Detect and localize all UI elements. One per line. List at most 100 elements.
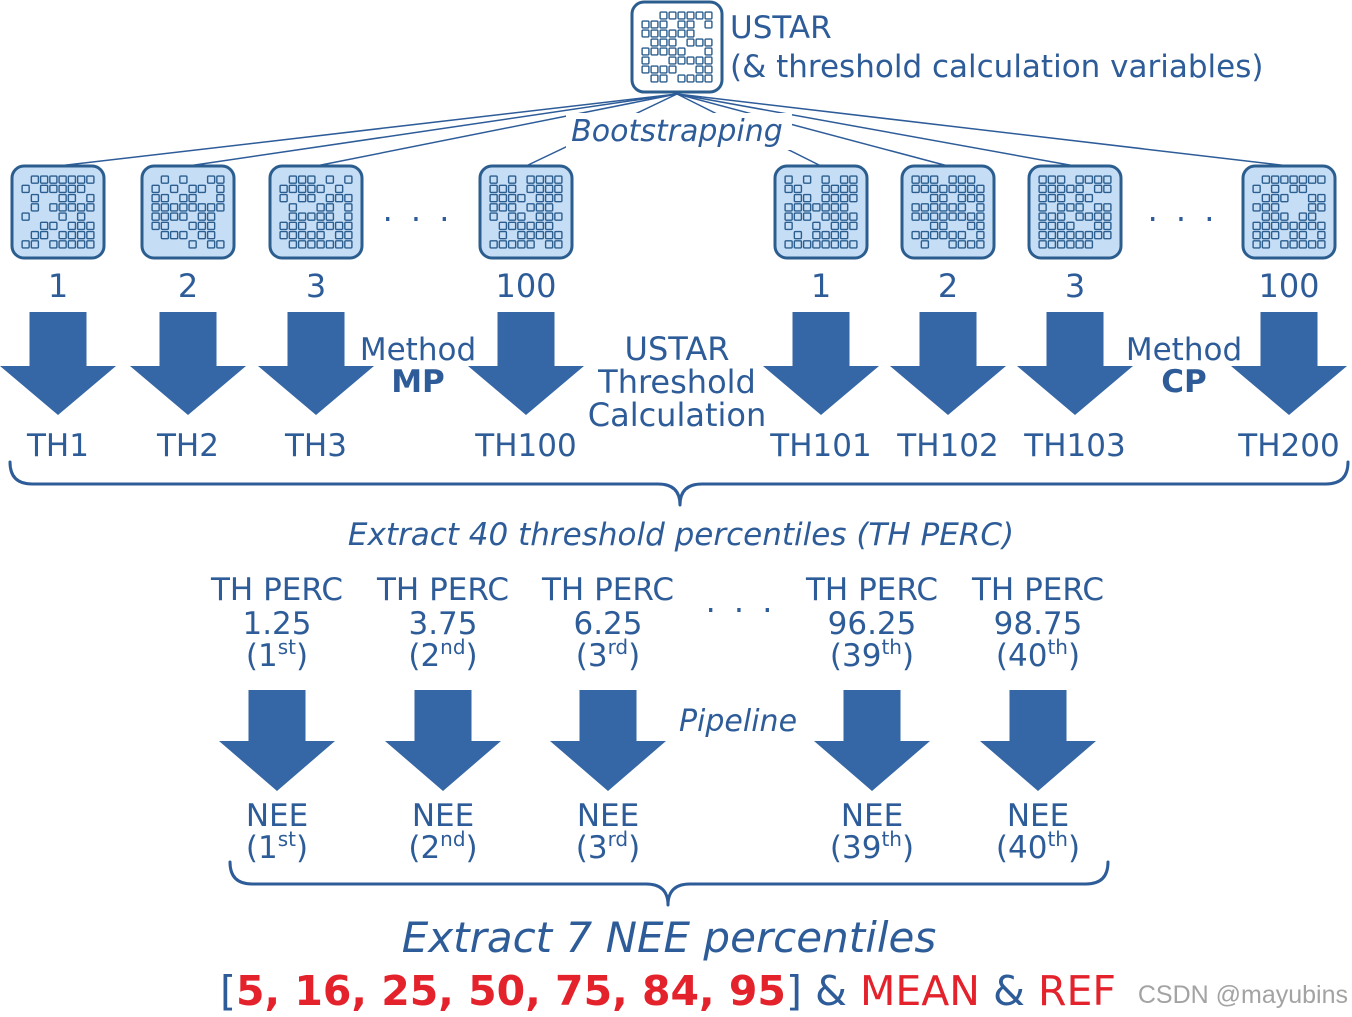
grid-cell [812, 221, 821, 231]
method-cp-label: Method [1126, 332, 1242, 368]
grid-cell [641, 47, 650, 56]
grid-cell [1270, 184, 1280, 194]
grid-cell [966, 221, 976, 231]
grid-cell [169, 184, 179, 194]
ordinal-number: (3 [576, 830, 608, 866]
grid-cell [839, 212, 849, 221]
bootstrap-samples: 1TH12TH23TH3100TH1001TH1012TH1023TH10310… [0, 164, 1347, 464]
ordinal-close: ) [902, 638, 914, 674]
grid-cell [920, 175, 930, 184]
grid-cell [957, 230, 967, 240]
ampersand: & [980, 967, 1038, 1015]
method-mp-name: MP [391, 364, 445, 400]
th-perc-label: TH PERC [971, 572, 1104, 608]
grid-cell [179, 193, 188, 203]
grid-cell [1317, 230, 1326, 240]
grid-cell [334, 230, 344, 240]
ellipsis-cp: . . . [1148, 191, 1219, 229]
ordinal-close: ) [1068, 638, 1080, 674]
grid-cell [976, 184, 985, 194]
grid-cell [160, 175, 170, 184]
grid-cell [169, 203, 179, 212]
grid-cell [498, 240, 508, 249]
bootstrapping-label: Bootstrapping [571, 114, 783, 149]
grid-cell [507, 203, 517, 212]
grid-cell [1103, 221, 1112, 231]
grid-cell [1038, 221, 1047, 231]
grid-cell [911, 175, 920, 184]
grid-cell [288, 212, 298, 221]
bootstrap-sample-grid-icon [1027, 164, 1123, 260]
grid-cell [659, 74, 668, 83]
grid-cell [76, 203, 86, 212]
grid-cell [151, 184, 160, 194]
dataset-grid-icon [630, 0, 724, 94]
grid-cell [1298, 175, 1308, 184]
ellipsis-mp: . . . [383, 191, 454, 229]
grid-cell [948, 230, 957, 240]
nee-ordinal: (39th) [830, 827, 914, 866]
grid-cell [821, 240, 830, 249]
grid-cell [1298, 184, 1308, 194]
grid-cell [197, 212, 207, 221]
grid-cell [30, 240, 40, 249]
grid-cell [948, 212, 957, 221]
grid-cell [498, 230, 508, 240]
threshold-calc-line1: USTAR [625, 330, 730, 368]
grid-cell [830, 193, 840, 203]
grid-cell [821, 184, 830, 194]
grid-cell [686, 74, 695, 83]
grid-cell [179, 230, 188, 240]
nee-ordinal: (2nd) [408, 827, 477, 866]
grid-cell [1056, 221, 1066, 231]
down-arrow-icon [258, 312, 374, 415]
grid-cell [86, 240, 95, 249]
grid-cell [21, 212, 30, 221]
grid-cell [948, 203, 957, 212]
nee-ordinal: (1st) [246, 827, 308, 866]
ordinal-number: (3 [576, 638, 608, 674]
grid-cell [1298, 240, 1308, 249]
label-background [566, 113, 792, 150]
grid-cell [957, 240, 967, 249]
grid-cell [784, 212, 793, 221]
grid-cell [21, 184, 30, 194]
grid-cell [49, 184, 58, 194]
grid-cell [76, 240, 86, 249]
grid-cell [839, 203, 849, 212]
grid-cell [297, 184, 307, 194]
grid-cell [686, 29, 695, 38]
grid-cell [554, 175, 563, 184]
ordinal-suffix: st [278, 635, 296, 659]
nee-ordinal: (40th) [996, 827, 1080, 866]
grid-cell [1270, 221, 1280, 231]
grid-cell [821, 230, 830, 240]
grid-cell [929, 203, 939, 212]
ordinal-number: (40 [996, 830, 1048, 866]
grid-cell [939, 221, 948, 231]
grid-cell [957, 203, 967, 212]
grid-cell [1103, 212, 1112, 221]
grid-cell [316, 221, 325, 231]
ordinal-close: ) [466, 638, 478, 674]
grid-cell [344, 230, 353, 240]
ordinal-number: (1 [246, 830, 278, 866]
bootstrap-line [187, 93, 678, 167]
grid-cell [67, 193, 77, 203]
grid-cell [297, 230, 307, 240]
grid-cell [297, 193, 307, 203]
grid-cell [839, 175, 849, 184]
grid-cell [802, 240, 812, 249]
bootstrap-line [57, 93, 678, 167]
grid-cell [704, 47, 713, 56]
grid-cell [677, 56, 686, 65]
down-arrow-icon [980, 690, 1096, 791]
grid-cell [58, 193, 67, 203]
grid-cell [58, 230, 67, 240]
grid-cell [1047, 240, 1057, 249]
grid-cell [76, 230, 86, 240]
grid-cell [695, 11, 704, 20]
grid-cell [1047, 193, 1057, 203]
